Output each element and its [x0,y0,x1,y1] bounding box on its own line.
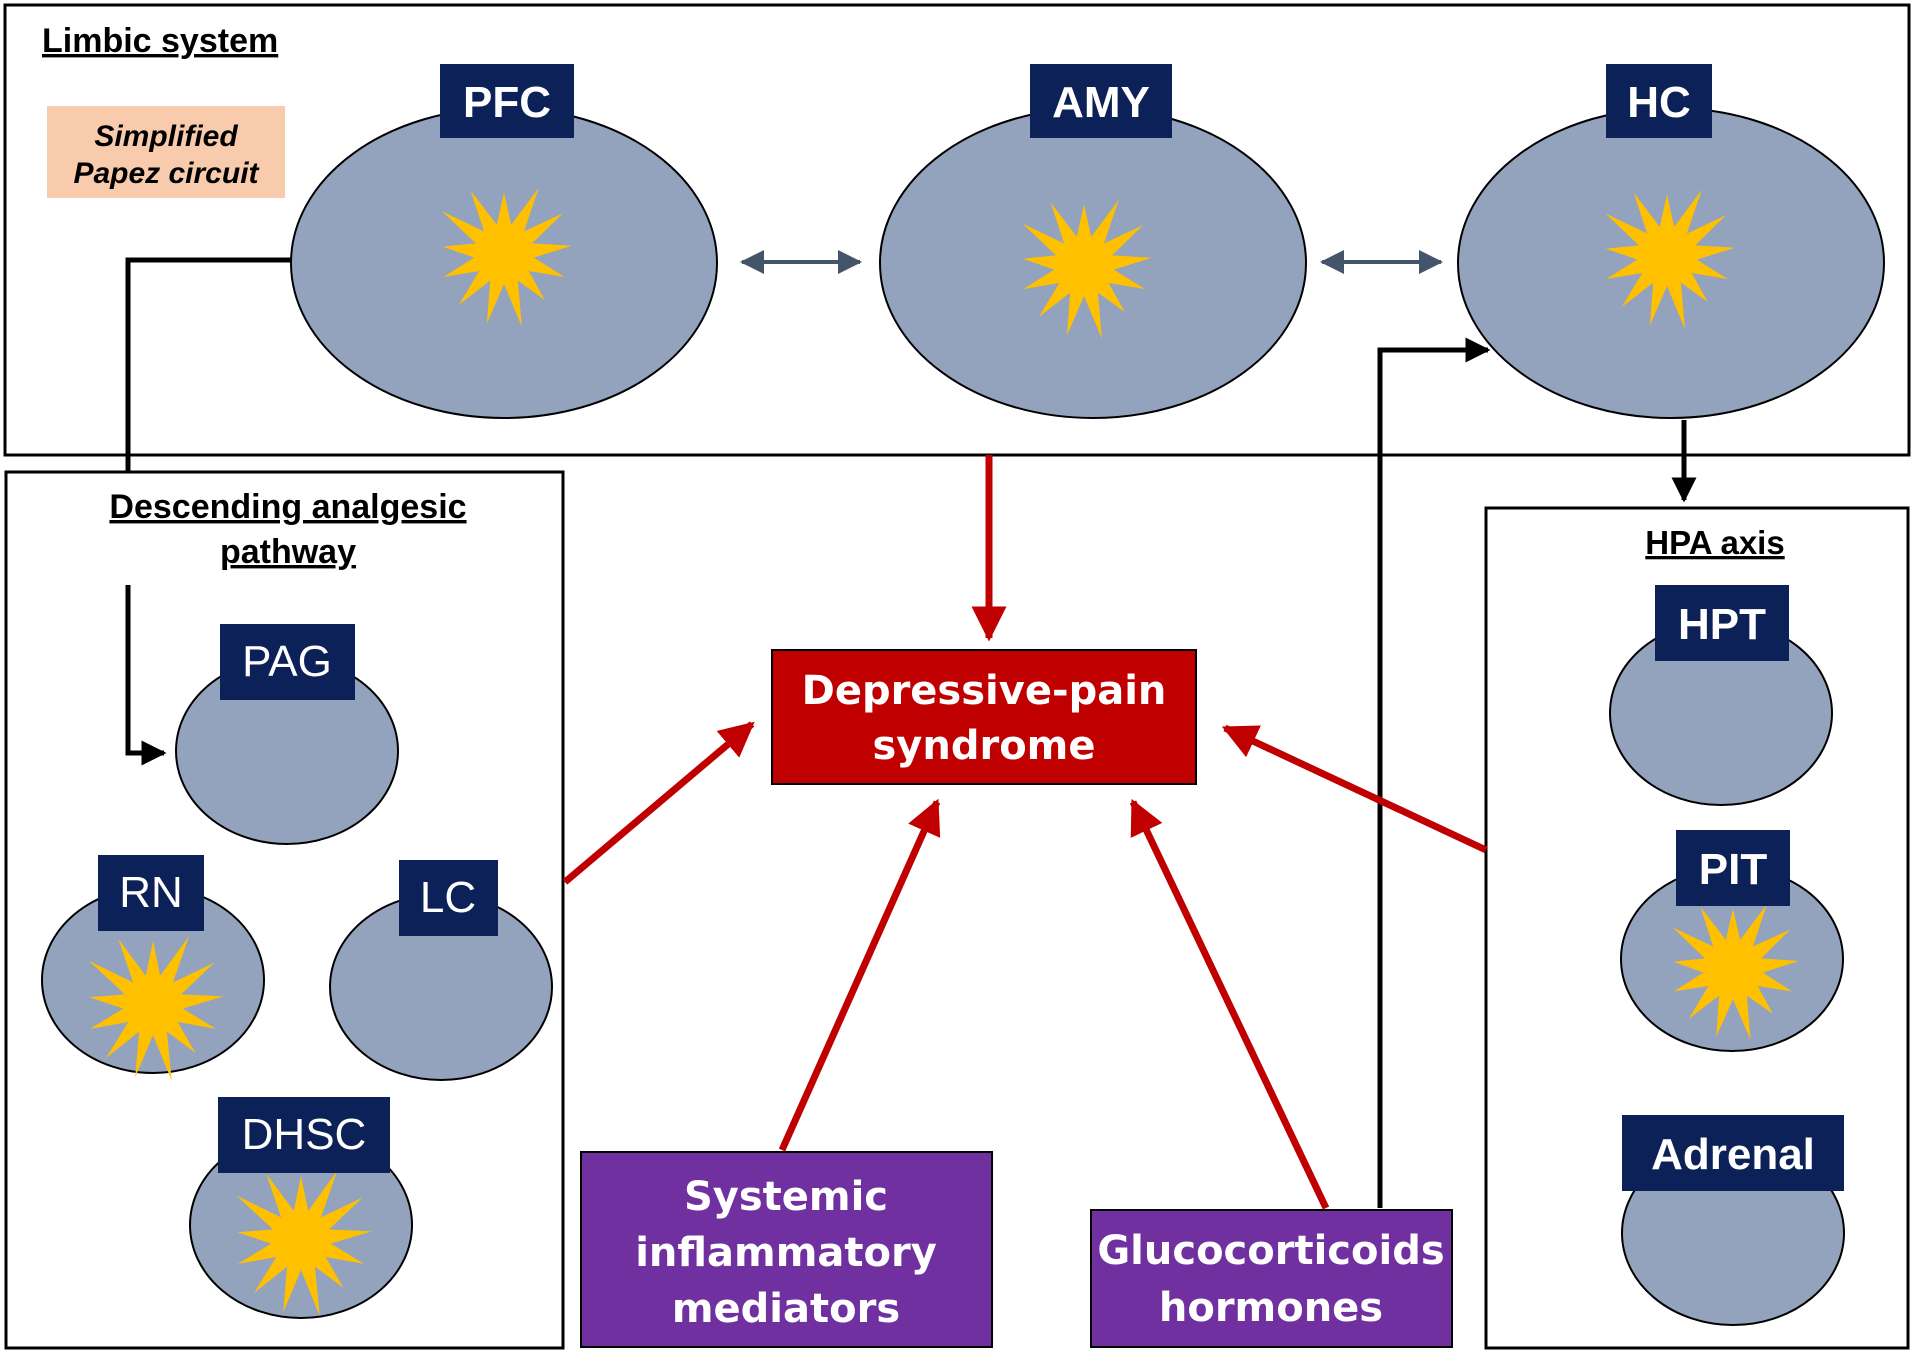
adrenal-label: Adrenal [1651,1130,1815,1179]
descending-to-pag-arrow [125,585,167,766]
pfc-label: PFC [463,78,551,127]
hpa-axis-frame [1484,506,1910,1350]
systemic-line2: inflammatory [635,1230,937,1276]
hpa-axis-title: HPA axis [1645,524,1784,561]
papez-note-line2: Papez circuit [73,157,260,190]
papez-note-line1: Simplified [94,120,238,153]
dhsc-activation-star [236,1170,372,1316]
limbic-system-title: Limbic system [42,22,278,60]
descending-to-syndrome-arrow [562,721,755,885]
dhsc-label-box [218,1097,390,1173]
rn-region: RN [41,855,265,1081]
rn-label-box [98,855,204,931]
gluco-to-syndrome-arrow [1129,798,1330,1210]
systemic-rect [580,1151,993,1348]
hc-activation-star [1605,189,1735,329]
pag-label: PAG [242,637,332,686]
glucocorticoids-box: Glucocorticoids hormones [1090,1209,1453,1348]
amy-label-box [1030,64,1172,138]
papez-note-box [47,106,285,198]
pit-region: PIT [1620,830,1844,1052]
limbic-system-panel: Limbic system Simplified Papez circuit P… [3,3,1911,457]
systemic-line1: Systemic [684,1174,888,1220]
hc-region: HC [1457,64,1885,419]
systemic-to-syndrome-arrow [778,798,941,1152]
adrenal-region: Adrenal [1621,1115,1845,1326]
descending-title-line1: Descending analgesic [109,488,466,526]
gluco-line2: hormones [1159,1285,1383,1331]
hpt-label-box [1655,585,1789,661]
syndrome-rect [771,649,1197,785]
pag-label-box [220,624,355,700]
descending-title-line2: pathway [220,533,356,571]
papez-note: Simplified Papez circuit [47,106,285,198]
hpt-label: HPT [1678,600,1766,649]
lc-label: LC [420,873,476,922]
gluco-to-hc-arrow [1377,337,1491,1208]
amy-label: AMY [1052,78,1150,127]
pit-activation-star [1672,904,1799,1040]
descending-pathway-frame [4,470,565,1350]
hpa-axis-panel: HPA axis HPT PIT Adrenal [1484,506,1910,1350]
systemic-mediators-box: Systemic inflammatory mediators [580,1151,993,1348]
amy-region: AMY [879,64,1307,419]
hc-label-box [1606,64,1712,138]
pfc-to-descending-connector [125,257,292,472]
pag-region: PAG [175,624,399,845]
adrenal-label-box [1622,1115,1844,1191]
amy-activation-star [1022,199,1152,339]
pfc-label-box [440,64,574,138]
lc-label-box [399,860,498,936]
rn-label: RN [119,868,183,917]
descending-pathway-panel: Descending analgesic pathway PAG RN LC D… [4,470,565,1350]
systemic-line3: mediators [672,1286,900,1332]
dhsc-label: DHSC [242,1110,367,1159]
gluco-rect [1090,1209,1453,1348]
hpt-region: HPT [1609,585,1833,806]
syndrome-line2: syndrome [872,723,1095,769]
pit-label-box [1676,830,1790,906]
pit-label: PIT [1699,845,1768,894]
lc-region: LC [329,860,553,1081]
hc-label: HC [1627,78,1691,127]
dhsc-region: DHSC [189,1097,413,1319]
pfc-region: PFC [290,64,718,419]
depressive-pain-syndrome-box: Depressive-pain syndrome [771,649,1197,785]
pfc-activation-star [442,187,572,327]
limbic-system-frame [3,3,1911,457]
rn-activation-star [88,935,224,1081]
syndrome-line1: Depressive-pain [802,668,1167,714]
gluco-line1: Glucocorticoids [1097,1228,1444,1274]
hpa-to-syndrome-arrow [1221,724,1488,854]
